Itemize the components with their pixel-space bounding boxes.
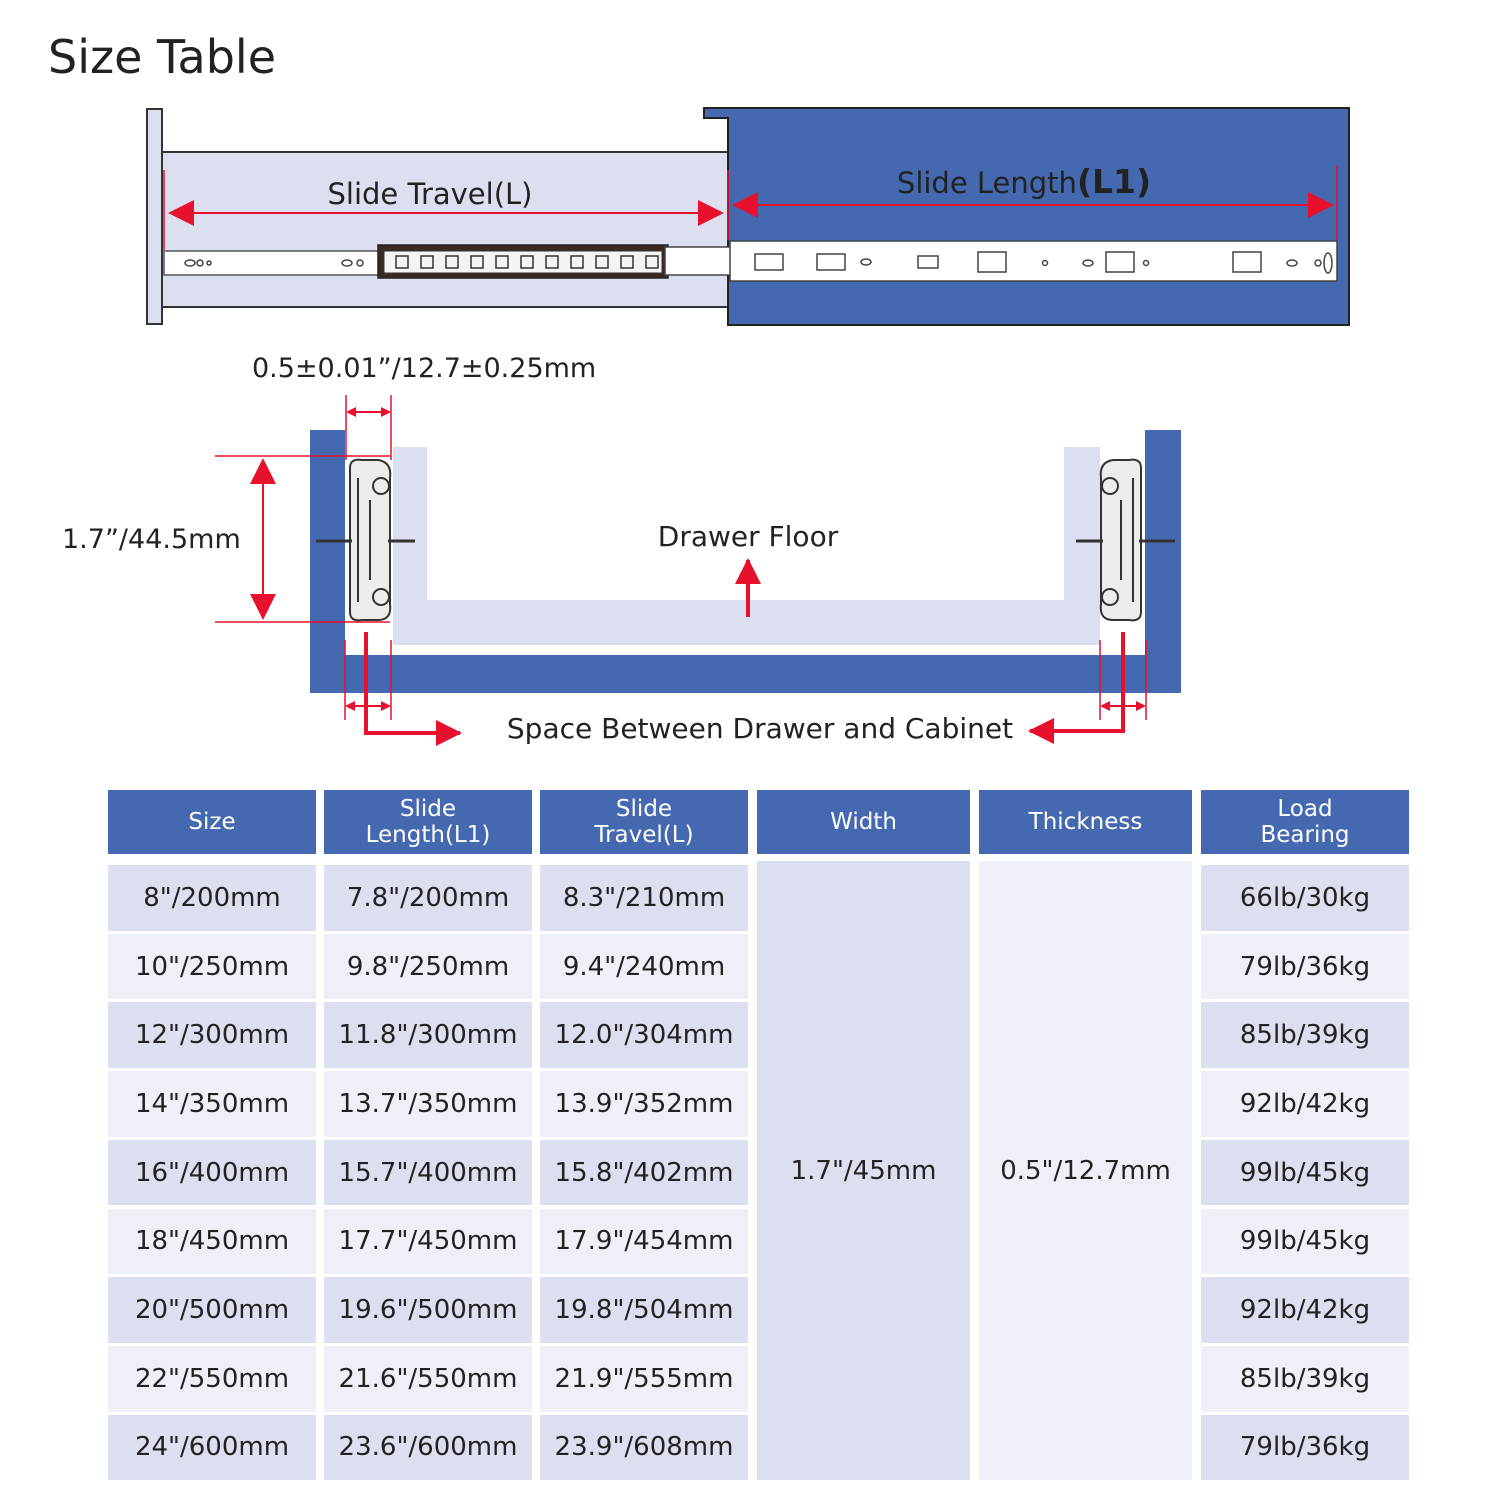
slide-length-cell: 21.6"/550mm (324, 1345, 532, 1412)
drawer-slide-diagram: Slide Travel(L) Slide Length(L1) (62, 107, 1350, 746)
size-cell: 20"/500mm (108, 1277, 316, 1343)
slide-length-cell: 23.6"/600mm (324, 1414, 532, 1481)
slide-travel-cell: 17.9"/454mm (540, 1208, 748, 1275)
size-cell: 14"/350mm (108, 1071, 316, 1137)
slide-travel-cell: 8.3"/210mm (540, 865, 748, 931)
width-merged-cell: 1.7"/45mm (757, 861, 970, 1480)
slide-travel-cell: 12.0"/304mm (540, 1002, 748, 1069)
gap-label: 0.5±0.01”/12.7±0.25mm (252, 353, 596, 384)
slide-length-suffix: (L1) (1077, 162, 1151, 201)
slide-travel-cell: 23.9"/608mm (540, 1414, 748, 1481)
load-bearing-cell: 79lb/36kg (1201, 1414, 1409, 1481)
slide-rail (163, 240, 1338, 282)
space-label: Space Between Drawer and Cabinet (507, 712, 1013, 745)
load-bearing-cell: 85lb/39kg (1201, 1002, 1409, 1069)
cabinet-cross-section (310, 430, 1181, 693)
header-load-bearing: Load Bearing (1201, 790, 1409, 854)
slide-length-text: Slide Length (897, 166, 1077, 200)
size-cell: 18"/450mm (108, 1208, 316, 1275)
slide-length-cell: 11.8"/300mm (324, 1002, 532, 1069)
load-bearing-cell: 99lb/45kg (1201, 1208, 1409, 1275)
thickness-merged-cell: 0.5"/12.7mm (979, 861, 1192, 1480)
page-title: Size Table (48, 30, 277, 84)
slide-length-cell: 17.7"/450mm (324, 1208, 532, 1275)
size-cell: 8"/200mm (108, 865, 316, 931)
size-cell: 22"/550mm (108, 1345, 316, 1412)
slide-travel-cell: 21.9"/555mm (540, 1345, 748, 1412)
space-arrow-right (1028, 632, 1125, 744)
size-cell: 10"/250mm (108, 933, 316, 1000)
left-slide-profile (316, 458, 415, 622)
drawer-front-panel (146, 108, 163, 325)
header-slide-travel: Slide Travel(L) (540, 790, 748, 854)
size-cell: 12"/300mm (108, 1002, 316, 1069)
load-bearing-cell: 92lb/42kg (1201, 1071, 1409, 1137)
side-view: Slide Travel(L) Slide Length(L1) (146, 107, 1350, 326)
header-thickness: Thickness (979, 790, 1192, 854)
slide-travel-cell: 9.4"/240mm (540, 933, 748, 1000)
slide-length-cell: 19.6"/500mm (324, 1277, 532, 1343)
slide-length-label: Slide Length(L1) (897, 162, 1151, 201)
load-bearing-cell: 99lb/45kg (1201, 1139, 1409, 1206)
height-label: 1.7”/44.5mm (62, 524, 241, 555)
load-bearing-cell: 92lb/42kg (1201, 1277, 1409, 1343)
cross-section-view: 0.5±0.01”/12.7±0.25mm 1.7”/44.5mm Drawer… (62, 353, 1181, 746)
load-bearing-cell: 85lb/39kg (1201, 1345, 1409, 1412)
drawer-body (161, 151, 741, 308)
cabinet-body (703, 107, 1350, 326)
header-size: Size (108, 790, 316, 854)
size-cell: 24"/600mm (108, 1414, 316, 1481)
load-bearing-cell: 66lb/30kg (1201, 865, 1409, 931)
drawer-floor-label: Drawer Floor (658, 520, 839, 553)
slide-length-cell: 9.8"/250mm (324, 933, 532, 1000)
size-cell: 16"/400mm (108, 1139, 316, 1206)
load-bearing-cell: 79lb/36kg (1201, 933, 1409, 1000)
space-arrow-left (364, 632, 462, 746)
slide-travel-cell: 13.9"/352mm (540, 1071, 748, 1137)
slide-travel-cell: 19.8"/504mm (540, 1277, 748, 1343)
header-width: Width (757, 790, 970, 854)
slide-length-cell: 7.8"/200mm (324, 865, 532, 931)
slide-length-cell: 13.7"/350mm (324, 1071, 532, 1137)
right-slide-profile (1076, 458, 1175, 622)
slide-travel-label: Slide Travel(L) (328, 177, 533, 211)
header-slide-length: Slide Length(L1) (324, 790, 532, 854)
slide-travel-cell: 15.8"/402mm (540, 1139, 748, 1206)
slide-length-cell: 15.7"/400mm (324, 1139, 532, 1206)
